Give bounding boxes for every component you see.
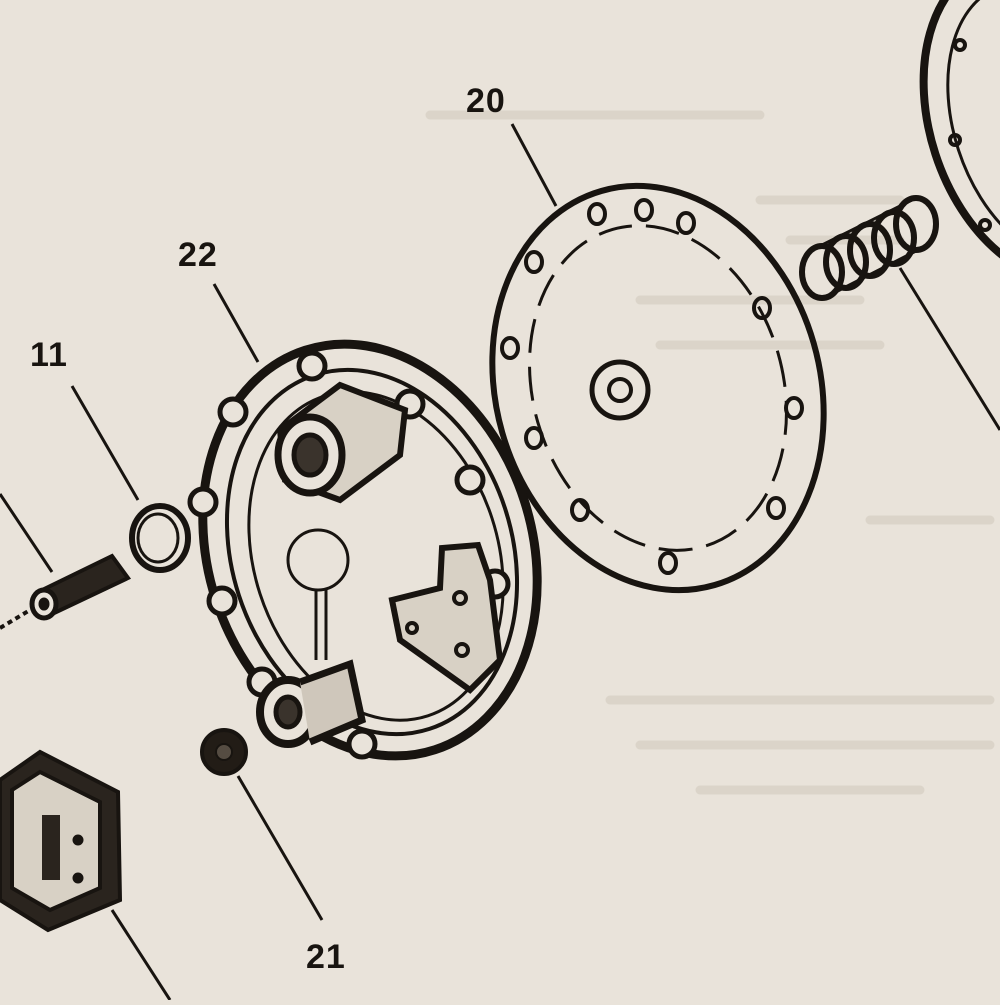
pin-part bbox=[0, 553, 132, 630]
leader-block bbox=[110, 909, 172, 1001]
callout-22: 22 bbox=[178, 236, 218, 274]
callout-11: 11 bbox=[30, 336, 68, 374]
faded-background-text bbox=[425, 110, 995, 795]
part-11-ring bbox=[129, 503, 191, 573]
callout-21: 21 bbox=[306, 938, 346, 976]
leader-pin bbox=[0, 493, 54, 573]
block-part bbox=[0, 749, 123, 933]
leader-22 bbox=[212, 283, 260, 363]
leader-11 bbox=[70, 385, 140, 501]
leader-20 bbox=[510, 123, 558, 207]
leader-lines bbox=[0, 123, 1000, 1001]
leader-21 bbox=[236, 775, 324, 921]
part-22-housing bbox=[187, 339, 542, 761]
edge-ring-part bbox=[919, 0, 1000, 285]
leader-spring bbox=[898, 267, 1000, 431]
spring-part bbox=[799, 195, 939, 301]
part-21-plug bbox=[200, 728, 248, 776]
part-20-diaphragm bbox=[489, 182, 827, 594]
callout-20: 20 bbox=[466, 82, 506, 120]
